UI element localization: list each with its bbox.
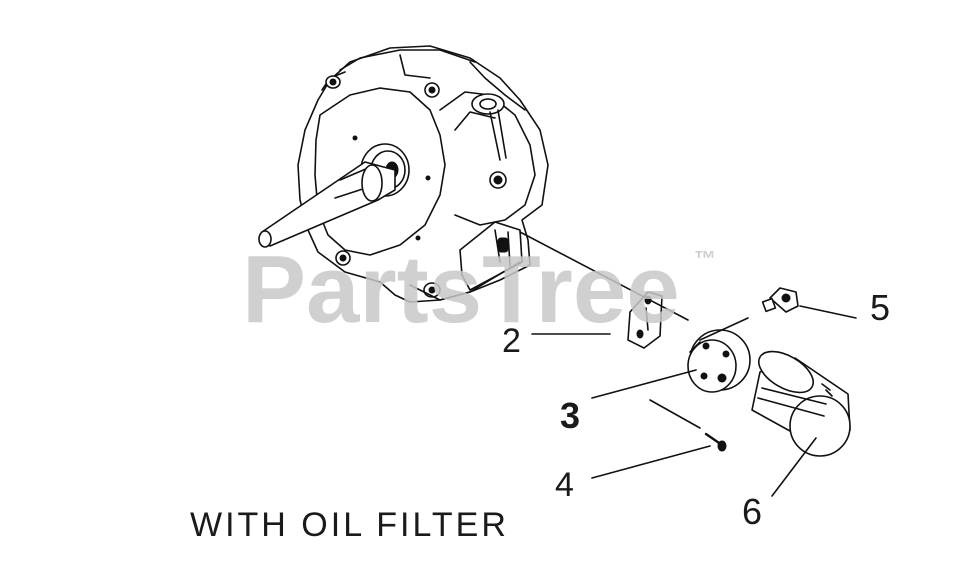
callout-6[interactable]: 6 [742, 491, 762, 532]
leader-line-to-adapter-top [699, 317, 749, 341]
leader-line-6 [771, 437, 817, 497]
part-5-fitting [761, 287, 799, 313]
leader-lines [519, 231, 857, 497]
callout-2[interactable]: 2 [502, 322, 521, 360]
callout-5[interactable]: 5 [870, 287, 890, 328]
part-6-oil-filter [751, 350, 851, 457]
part-2-gasket [627, 291, 663, 349]
crankshaft [258, 161, 396, 248]
watermark-trademark: ™ [694, 246, 716, 271]
callout-3[interactable]: 3 [560, 395, 580, 436]
leader-line-5 [799, 305, 857, 319]
leader-line-4 [591, 445, 711, 479]
callout-4[interactable]: 4 [555, 466, 574, 504]
watermark-logo: PartsTree [242, 236, 680, 343]
part-3-filter-adapter [687, 329, 751, 393]
leader-line-3-branch [649, 399, 701, 429]
diagram-caption: WITH OIL FILTER [190, 506, 509, 544]
part-4-bolt [704, 432, 727, 452]
engine-housing [297, 45, 549, 303]
leader-line-3 [591, 369, 697, 399]
leader-line-to-housing [519, 231, 689, 321]
